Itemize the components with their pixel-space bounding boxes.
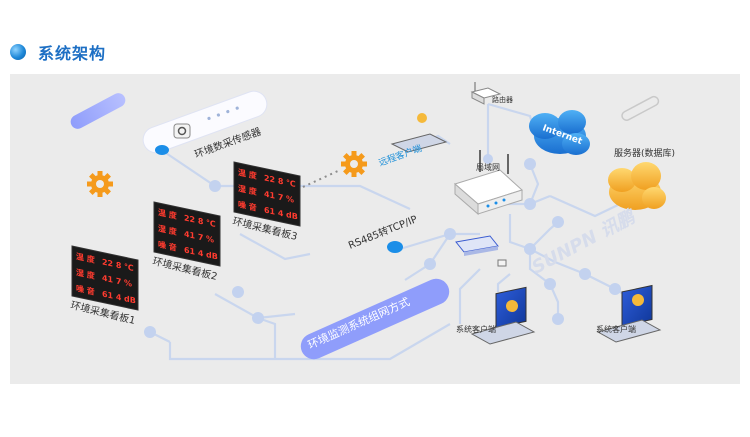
board2-row1-unit: ℃: [206, 217, 216, 229]
remote-client-laptop: [390, 133, 448, 153]
board3-row2-name: 湿 度: [238, 183, 258, 197]
sensor-probe-icon: [173, 123, 191, 139]
board3-row1-name: 温 度: [238, 167, 258, 181]
decor-strip-left: [70, 93, 126, 129]
board2-row2-value: 41 7: [184, 228, 203, 242]
lan-label: 局域网: [476, 162, 500, 172]
network-method-banner: 环境监测系统组网方式: [300, 278, 450, 360]
board2-row2-name: 湿 度: [158, 223, 178, 237]
client-laptop-a: [470, 286, 536, 345]
led-board-1: 温 度 22 8 ℃ 湿 度 41 7 % 噪 音 61 4 dB: [71, 245, 139, 311]
section-header: 系统架构: [10, 38, 310, 68]
board2-row3-value: 61 4: [184, 244, 204, 258]
server-label: 服务器(数据库): [614, 147, 675, 159]
board1-row1-name: 温 度: [76, 251, 96, 265]
led-board-3: 温 度 22 8 ℃ 湿 度 41 7 % 噪 音 61 4 dB: [233, 161, 301, 227]
router-label: 路由器: [492, 95, 513, 104]
board3-row3-name: 噪 音: [238, 199, 257, 213]
brand-watermark: SUNPN 讯鹏: [528, 206, 640, 279]
board1-row2-name: 湿 度: [76, 267, 96, 281]
board2-row3-name: 噪 音: [158, 239, 177, 253]
converter-module-icon: [455, 235, 507, 267]
internet-cloud-icon: [529, 110, 590, 155]
board2-row1-name: 温 度: [158, 207, 178, 221]
board2-row1-value: 22 8: [184, 212, 204, 226]
gear-icon: [341, 151, 367, 177]
converter-icon: [387, 241, 403, 253]
board2-row2-unit: %: [206, 233, 214, 245]
board3-row3-value: 61 4: [264, 204, 284, 218]
router-icon: [470, 82, 502, 105]
led-board-2: 温 度 22 8 ℃ 湿 度 41 7 % 噪 音 61 4 dB: [153, 201, 221, 267]
title-bullet-icon: [10, 44, 26, 60]
client-b-label: 系统客户端: [596, 324, 636, 334]
board2-row3-unit: dB: [206, 249, 218, 261]
board1-row1-value: 22 8: [102, 256, 122, 270]
server-cloud-icon: [608, 162, 666, 210]
architecture-diagram: 环境数采传感器 温 度 22 8 ℃ 湿 度 41 7 % 噪 音 61 4 d…: [69, 82, 675, 361]
board3-row2-unit: %: [286, 193, 294, 205]
client-a-screen-icon: [506, 300, 518, 312]
sensor-node-icon: [155, 145, 169, 155]
board1-row3-unit: dB: [124, 293, 136, 305]
board1-row2-value: 41 7: [102, 272, 121, 286]
environment-sensor: [142, 90, 268, 155]
board3-row1-value: 22 8: [264, 172, 284, 186]
board3-row1-unit: ℃: [286, 177, 296, 189]
board1-row3-value: 61 4: [102, 288, 122, 302]
board3-row3-unit: dB: [286, 209, 298, 221]
section-title: 系统架构: [38, 44, 107, 63]
board1-row2-unit: %: [124, 277, 132, 289]
architecture-panel: 环境数采传感器 温 度 22 8 ℃ 湿 度 41 7 % 噪 音 61 4 d…: [10, 74, 740, 384]
board1-row1-unit: ℃: [124, 261, 134, 273]
client-a-label: 系统客户端: [456, 324, 496, 334]
remote-screen-icon: [417, 113, 427, 123]
board3-row2-value: 41 7: [264, 188, 283, 202]
board1-row3-name: 噪 音: [76, 283, 95, 297]
decor-strip-right: [621, 95, 660, 121]
lan-switch-icon: [453, 150, 523, 216]
client-b-screen-icon: [632, 294, 644, 306]
gear-icon: [87, 171, 113, 197]
